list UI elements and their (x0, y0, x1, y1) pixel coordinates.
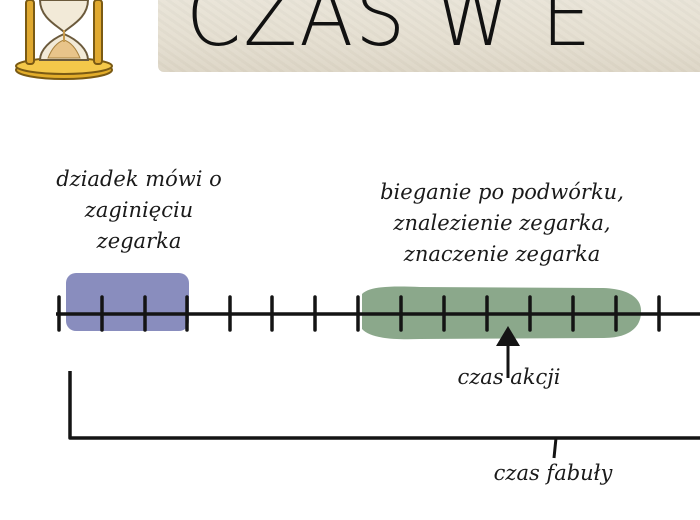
blue-highlight (66, 273, 189, 331)
timeline-ticks (57, 295, 661, 332)
fabula-bracket-tick (552, 437, 558, 459)
grandpa-label-line: dziadek mówi o (56, 167, 222, 191)
title-band (158, 0, 700, 72)
grandpa-label-line: zegarka (96, 229, 182, 253)
grandpa-label: dziadek mówi o zaginięciu zegarka (34, 164, 244, 257)
grandpa-label-line: zaginięciu (84, 198, 194, 222)
action-arrow-head (496, 326, 520, 346)
fabula-bracket (68, 371, 700, 440)
czas-fabuly-label: czas fabuły (493, 461, 613, 485)
page-title: CZAS W E (186, 0, 594, 66)
hourglass-icon (15, 0, 113, 80)
action-label-line: znaczenie zegarka (403, 242, 601, 266)
action-label: bieganie po podwórku, znalezienie zegark… (352, 177, 652, 270)
czas-akcji-label: czas akcji (457, 365, 561, 389)
action-label-line: bieganie po podwórku, (380, 180, 624, 204)
action-label-line: znalezienie zegarka, (393, 211, 611, 235)
